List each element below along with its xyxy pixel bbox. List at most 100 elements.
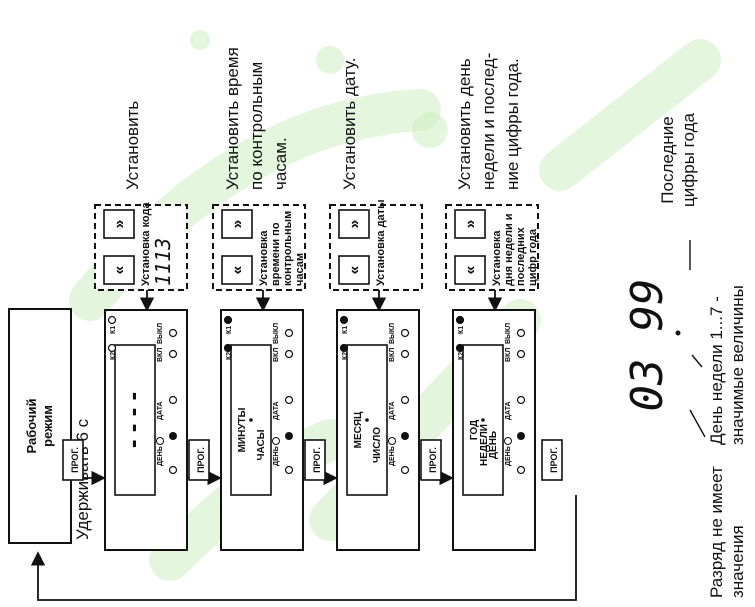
label-no-value-1: Разряд не имеет <box>707 466 726 598</box>
clock-icon <box>156 437 164 445</box>
prog-button-label: ПРОГ. <box>312 447 322 473</box>
setup-box-text: контрольным <box>282 211 294 286</box>
day-indicator <box>168 465 178 475</box>
k1-label: К1 <box>342 326 349 334</box>
prog-button-2[interactable]: ПРОГ. <box>188 439 210 481</box>
setup-box-text: Установка кода <box>140 202 152 286</box>
k1-indicator <box>107 315 117 325</box>
prog-button-label: ПРОГ. <box>549 447 559 473</box>
shift-button-label: « <box>462 265 479 274</box>
k2-label: К2 <box>342 352 349 360</box>
display-bottom-label: ЧАСЫ <box>256 429 267 460</box>
panel-display <box>114 344 156 496</box>
instruction-text: Установить время <box>223 47 242 190</box>
k2-indicator <box>107 343 117 353</box>
k2-indicator <box>223 343 233 353</box>
on-indicator <box>516 349 526 359</box>
on-indicator <box>400 349 410 359</box>
start-label-2: режим <box>40 405 55 447</box>
display-bottom-label: ЧИСЛО <box>372 427 383 463</box>
instruction-text: недели и послед- <box>479 53 498 190</box>
display-top-label: МЕСЯЦ <box>353 411 364 448</box>
date-label: ДАТА <box>273 401 280 420</box>
day-label: ДЕНЬ <box>157 446 164 466</box>
clock-icon <box>504 437 512 445</box>
on-label: ВКЛ <box>157 348 164 362</box>
up-button[interactable] <box>103 209 135 239</box>
prog-button-frame <box>420 439 442 481</box>
label-no-value-2: значения <box>728 525 747 598</box>
prog-button-1[interactable]: ПРОГ. <box>62 439 84 481</box>
display-top-label: МИНУТЫ <box>237 407 248 452</box>
k2-label: К2 <box>226 352 233 360</box>
clock-indicator <box>401 432 409 440</box>
up-button-label: » <box>462 219 479 228</box>
example-display: 99 03 Последние цифры года День недели 1… <box>622 113 747 598</box>
on-label: ВКЛ <box>505 348 512 362</box>
prog-button-3[interactable]: ПРОГ. <box>304 439 326 481</box>
up-button-label: » <box>346 219 363 228</box>
off-label: ВЫКЛ <box>389 323 396 344</box>
up-button[interactable] <box>338 209 370 239</box>
day-indicator <box>400 465 410 475</box>
display-dashes: - - - - <box>117 392 147 448</box>
start-label-1: Рабочий <box>24 399 39 454</box>
prog-button-label: ПРОГ. <box>196 447 206 473</box>
k1-label: К1 <box>110 326 117 334</box>
k1-label: К1 <box>226 326 233 334</box>
instruction-text: Установить дату. <box>340 58 359 190</box>
setup-box-3: »«Установка даты <box>329 200 423 291</box>
instruction-text: по контрольным <box>247 62 266 190</box>
label-last-digits-2: цифры года <box>679 113 698 207</box>
date-indicator <box>400 395 410 405</box>
up-button-label: » <box>229 219 246 228</box>
off-indicator <box>516 328 526 338</box>
clock-indicator <box>285 432 293 440</box>
shift-button[interactable] <box>338 255 370 285</box>
digits-unused: 03 <box>622 359 673 412</box>
date-label: ДАТА <box>505 401 512 420</box>
instruction-text: часам. <box>271 137 290 190</box>
date-indicator <box>168 395 178 405</box>
prog-button-4[interactable]: ПРОГ. <box>420 439 442 481</box>
clock-indicator <box>169 432 177 440</box>
day-label: ДЕНЬ <box>389 446 396 466</box>
shift-button[interactable] <box>454 255 486 285</box>
off-label: ВЫКЛ <box>273 323 280 344</box>
label-weekday-1: День недели 1...7 - <box>707 296 726 445</box>
k1-indicator <box>223 315 233 325</box>
decimal-point <box>675 330 681 336</box>
digits-year: 99 <box>622 279 673 332</box>
shift-button[interactable] <box>103 255 135 285</box>
date-indicator <box>516 395 526 405</box>
shift-button-label: « <box>111 265 128 274</box>
display-bottom-label: ДЕНЬ <box>488 431 499 459</box>
day-indicator <box>284 465 294 475</box>
clock-icon <box>388 437 396 445</box>
instruction-text: Установить <box>123 101 142 190</box>
prog-button-frame <box>304 439 326 481</box>
k2-label: К2 <box>458 352 465 360</box>
up-button[interactable] <box>221 209 253 239</box>
date-label: ДАТА <box>389 401 396 420</box>
instruction-text: Установить день <box>455 58 474 190</box>
panel-display <box>346 344 388 496</box>
return-loop-arrow <box>30 495 577 601</box>
on-indicator <box>284 349 294 359</box>
day-label: ДЕНЬ <box>505 446 512 466</box>
off-indicator <box>168 328 178 338</box>
instruction-text: ние цифры года. <box>503 58 522 190</box>
label-weekday-2: значимые величины <box>728 285 747 445</box>
k2-indicator <box>455 343 465 353</box>
prog-button-5[interactable]: ПРОГ. <box>541 439 563 481</box>
on-label: ВКЛ <box>273 348 280 362</box>
up-button[interactable] <box>454 209 486 239</box>
shift-button[interactable] <box>221 255 253 285</box>
day-indicator <box>516 465 526 475</box>
clock-indicator <box>517 432 525 440</box>
